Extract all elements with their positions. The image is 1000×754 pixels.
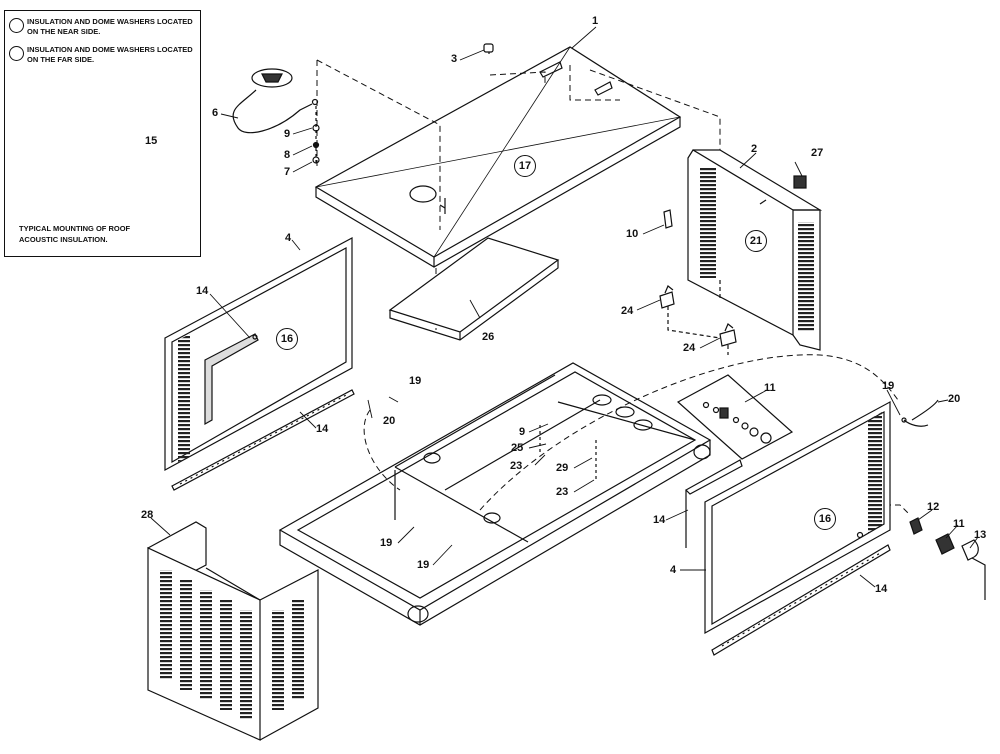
legend-near-side: INSULATION AND DOME WASHERS LOCATED ON T… [9,17,197,37]
legend-far-side: INSULATION AND DOME WASHERS LOCATED ON T… [9,45,197,65]
callout-11-strip: 11 [764,382,776,394]
corner-louver-panel [147,521,319,741]
callout-9-base: 9 [519,426,526,438]
clip-parts [659,280,737,355]
callout-2: 2 [751,143,758,155]
callout-14-left-bottom: 14 [316,423,329,435]
callout-8: 8 [284,149,291,161]
callout-20-left: 20 [383,415,396,427]
callout-14-right-top: 14 [653,514,666,526]
callout-14-left-top: 14 [196,285,209,297]
callout-4-left: 4 [285,232,292,244]
callout-24-upper: 24 [621,305,634,317]
callout-12: 12 [927,501,940,513]
open-circle-icon [9,46,24,61]
legend-far-side-text: INSULATION AND DOME WASHERS LOCATED ON T… [27,45,193,64]
left-side-panel [164,236,355,491]
callout-1: 1 [592,15,599,27]
legend-caption: TYPICAL MOUNTING OF ROOF ACOUSTIC INSULA… [19,224,131,244]
callout-28: 28 [141,509,154,521]
legend-box: INSULATION AND DOME WASHERS LOCATED ON T… [4,10,201,257]
callout-15: 15 [145,135,158,147]
callout-6: 6 [212,107,219,119]
terminal-strip [676,374,794,460]
callout-3: 3 [451,53,458,65]
callout-19-right: 19 [882,380,895,392]
callout-4-right: 4 [670,564,677,576]
callout-19-left: 19 [409,375,422,387]
callout-24-lower: 24 [683,342,696,354]
right-side-panel [685,400,891,656]
callout-19-base-left: 19 [380,537,393,549]
callout-20-right: 20 [948,393,961,405]
insulation-pad [388,237,560,341]
callout-13: 13 [974,529,987,541]
base-frame [278,362,712,626]
right-fittings [909,517,986,600]
callout-9-top: 9 [284,128,291,140]
back-panel [663,149,823,351]
callout-19-base-center: 19 [417,559,430,571]
ring-label-17: 17 [514,155,536,177]
legend-near-side-text: INSULATION AND DOME WASHERS LOCATED ON T… [27,17,193,36]
ring-label-16-left: 16 [276,328,298,350]
callout-10: 10 [626,228,639,240]
callout-25: 25 [511,442,524,454]
callout-14-right-bottom: 14 [875,583,888,595]
callout-26: 26 [482,331,495,343]
callout-27: 27 [811,147,824,159]
callout-29: 29 [556,462,569,474]
callout-23-upper: 23 [510,460,523,472]
callout-23-lower: 23 [556,486,569,498]
ring-label-16-right: 16 [814,508,836,530]
callout-11-fitting: 11 [953,518,965,530]
open-circle-icon [9,18,24,33]
callout-7: 7 [284,166,291,178]
dome-cable-part [232,43,494,166]
right-cable [901,399,939,427]
ring-label-21: 21 [745,230,767,252]
